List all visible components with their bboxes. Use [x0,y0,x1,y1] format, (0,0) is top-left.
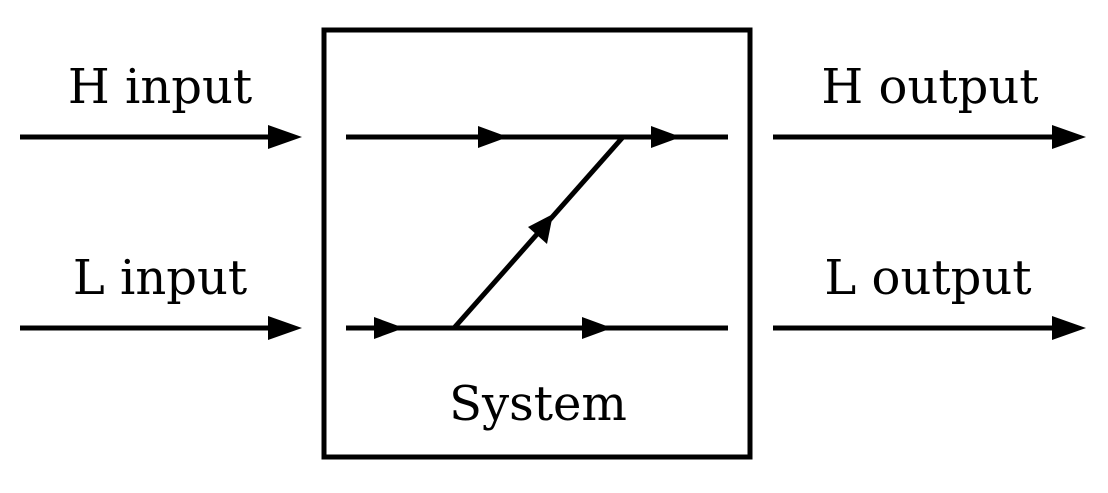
l-output-arrow [773,316,1086,340]
h-input-label: H input [68,59,252,115]
h-output-label: H output [821,59,1038,115]
h-input-arrow [20,125,302,149]
internal-l-to-h-flow [452,135,625,330]
l-input-label: L input [73,250,247,306]
internal-l-arrowhead-1 [374,317,404,339]
internal-h-flow [346,126,728,148]
h-output-arrow [773,125,1086,149]
system-box [321,27,753,460]
internal-l-flow [346,317,728,339]
internal-h-arrowhead-2 [651,126,681,148]
system-label: System [449,376,627,432]
l-input-arrow [20,316,302,340]
internal-diagonal-arrowhead [528,214,553,244]
internal-h-arrowhead-1 [478,126,508,148]
internal-l-arrowhead-2 [582,317,612,339]
l-output-label: L output [824,250,1031,306]
